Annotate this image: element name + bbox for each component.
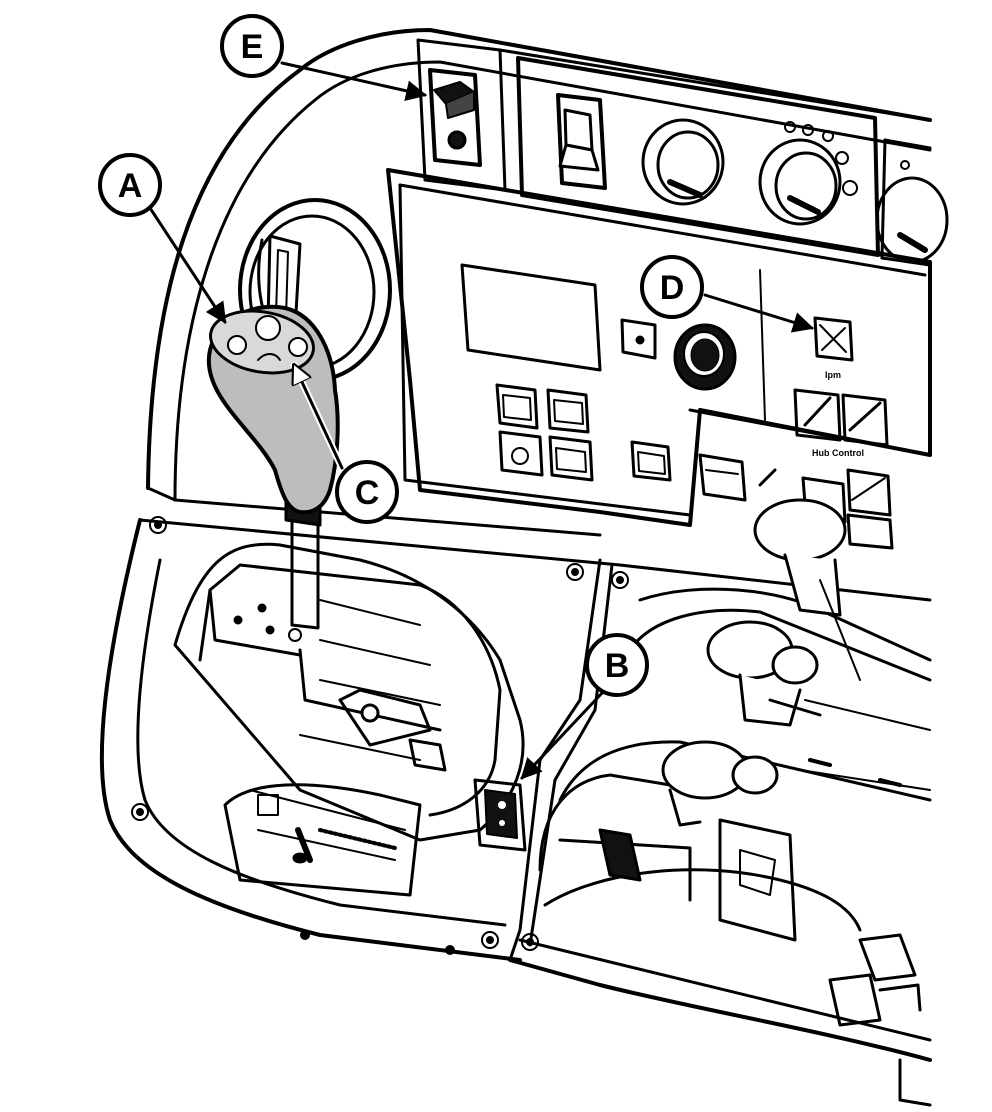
panel-screws xyxy=(131,516,629,955)
joystick-lower[interactable] xyxy=(661,740,779,827)
joystick-upper[interactable] xyxy=(753,498,861,681)
callout-c: C xyxy=(335,460,399,524)
console-housing xyxy=(99,28,932,1107)
callout-d: D xyxy=(640,255,704,319)
rotary-dial-1[interactable] xyxy=(641,118,725,206)
shift-lever[interactable] xyxy=(206,303,340,630)
shift-gate xyxy=(173,542,525,842)
svg-text:C: C xyxy=(355,474,380,512)
panel-button-grid[interactable] xyxy=(495,383,672,482)
panel-text-2: Hub Control xyxy=(812,448,864,458)
button-d[interactable] xyxy=(813,316,854,362)
joystick-middle[interactable] xyxy=(706,620,822,727)
display-panel xyxy=(386,168,932,527)
svg-text:B: B xyxy=(605,647,630,685)
panel-text-1: Ipm xyxy=(825,370,841,380)
panel-button-pair[interactable] xyxy=(793,388,889,447)
rotary-dial-3[interactable] xyxy=(875,160,949,264)
rocker-switch[interactable] xyxy=(556,93,607,190)
display-screen xyxy=(460,263,602,372)
callout-a: A xyxy=(98,153,162,217)
switch-b[interactable] xyxy=(473,778,527,852)
right-joystick-area xyxy=(538,587,932,1027)
callout-e: E xyxy=(220,14,284,78)
leader-lines xyxy=(148,61,815,780)
svg-text:D: D xyxy=(660,269,685,307)
svg-text:A: A xyxy=(118,167,143,205)
panel-small-button[interactable] xyxy=(620,318,657,360)
panel-rotary-knob[interactable] xyxy=(673,323,737,391)
switch-e[interactable] xyxy=(428,68,482,167)
svg-text:E: E xyxy=(241,28,264,66)
lower-tray xyxy=(223,783,422,897)
rotary-dial-2[interactable] xyxy=(758,121,858,226)
callout-b: B xyxy=(585,633,649,697)
